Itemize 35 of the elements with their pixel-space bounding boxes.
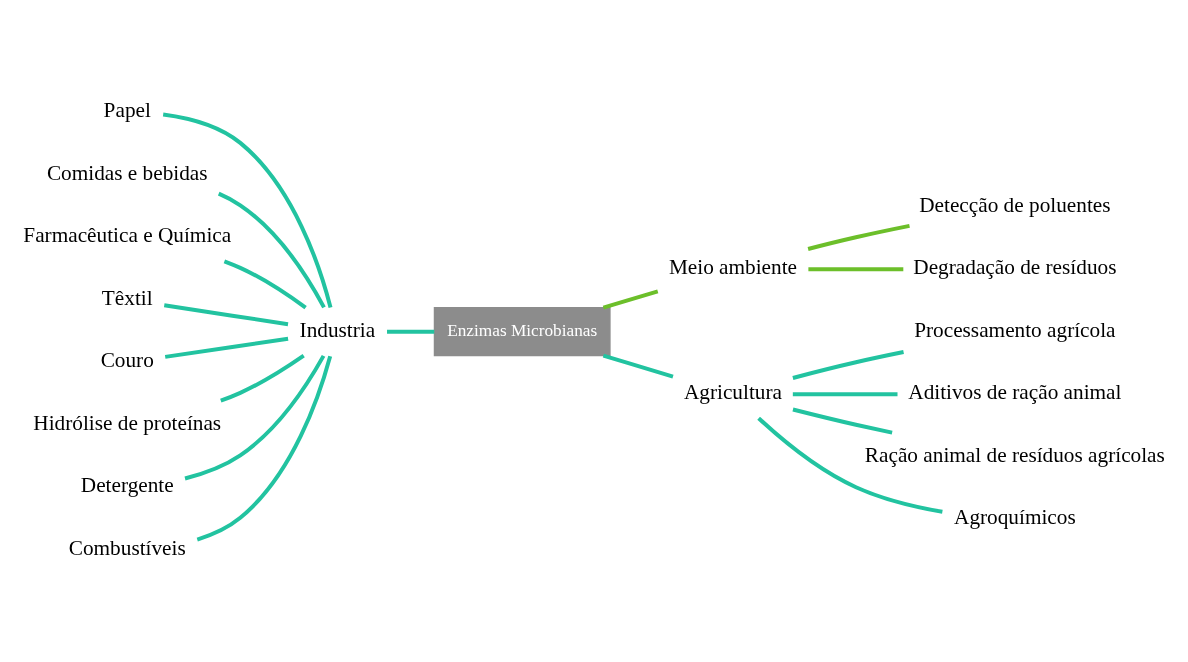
connector [602, 353, 674, 379]
connector [184, 354, 326, 481]
connector [808, 267, 904, 272]
node-text: Degradação de resíduos [913, 255, 1117, 280]
node-text: Agroquímicos [954, 505, 1076, 530]
connector [807, 223, 910, 251]
node-text: Combustíveis [68, 535, 186, 560]
connector [196, 355, 333, 542]
node-text: Meio ambiente [668, 255, 798, 280]
connector [792, 407, 893, 435]
node-box: Enzimas Microbianas [433, 307, 611, 357]
node-text: Detergente [80, 473, 174, 498]
node-text: Ração animal de resíduos agrícolas [864, 442, 1165, 467]
node-text: Detecção de poluentes [919, 192, 1111, 217]
connector [792, 350, 904, 380]
connector [602, 289, 659, 310]
connector [217, 191, 326, 309]
node-text: Agricultura [683, 380, 782, 405]
node-text: Aditivos de ração animal [908, 380, 1122, 405]
connector [164, 336, 289, 359]
node-text: Papel [103, 98, 151, 123]
connector [792, 392, 898, 397]
connector [757, 416, 943, 514]
connector [387, 329, 435, 334]
connector [223, 259, 307, 310]
node-text: Hidrólise de proteínas [33, 410, 222, 435]
node-text: Industria [299, 317, 376, 342]
node-text: Couro [100, 348, 154, 373]
connector [220, 354, 305, 403]
node-text: Processamento agrícola [914, 317, 1116, 342]
connector [163, 303, 289, 327]
connector [162, 112, 333, 308]
node-text: Comidas e bebidas [46, 160, 208, 185]
node-text: Têxtil [101, 285, 153, 310]
node-text: Farmacêutica e Química [23, 223, 232, 248]
